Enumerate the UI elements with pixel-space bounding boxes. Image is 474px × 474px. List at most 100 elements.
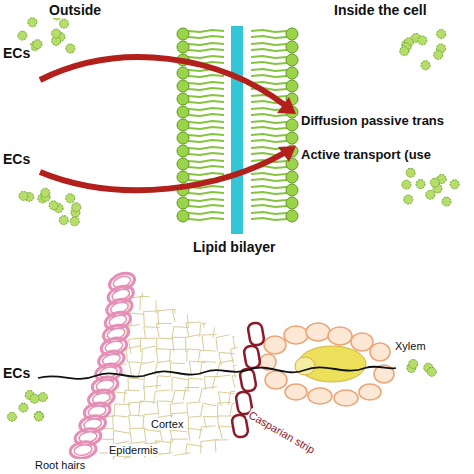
cortex-cell-wall [187, 314, 202, 326]
lipid-head [177, 210, 189, 222]
cortex-cell-wall [173, 284, 189, 302]
endodermis-cell [243, 345, 261, 369]
cortex-cell-wall [156, 349, 170, 363]
arrow-head [278, 146, 296, 162]
lipid-tail [188, 140, 224, 142]
cortex-cell-wall [204, 314, 218, 328]
ec-dot [19, 403, 28, 412]
lipid-tail [188, 101, 224, 103]
lipid-tail [251, 134, 287, 136]
cortex-cell-wall [201, 403, 217, 415]
cortex-cell-wall [185, 444, 203, 459]
cortex-cell-wall [183, 387, 199, 400]
lipid-tail [251, 121, 287, 123]
cortex-cell-wall [199, 387, 217, 401]
lipid-tail [188, 218, 224, 220]
lipid-tail [188, 212, 224, 214]
ec-dot [450, 180, 459, 189]
ec-dot [34, 412, 43, 421]
ec-dot [38, 393, 47, 402]
lipid-head [286, 197, 298, 209]
ec-dot [430, 178, 439, 187]
lipid-tail [251, 127, 287, 129]
lipid-tail [188, 36, 224, 38]
ec-dot [418, 36, 427, 45]
tissue-label: Xylem [394, 340, 427, 352]
cortex-cell-wall [212, 375, 231, 389]
stele-cell [265, 371, 287, 389]
cortex-cell-wall [229, 454, 244, 467]
lipid-tail [188, 49, 224, 51]
cortex-cell-wall [188, 284, 205, 298]
ec-dot [427, 367, 436, 376]
cortex-cell-wall [170, 403, 183, 417]
cortex-cell-wall [172, 390, 189, 403]
ec-dot [416, 180, 425, 189]
stele-cell [359, 384, 381, 400]
lipid-head [177, 158, 189, 170]
channel-protein [231, 26, 243, 234]
cortex-cell-wall [215, 298, 232, 312]
cortex-cell-wall [114, 404, 131, 417]
lipid-tail [188, 43, 224, 45]
cortex-cell-wall [128, 378, 144, 390]
lipid-tail [251, 114, 287, 116]
lipid-tail [188, 121, 224, 123]
cortex-cell-wall [128, 402, 144, 416]
cortex-cell-wall [219, 426, 232, 439]
lipid-head [177, 28, 189, 40]
cortex-cell-wall [144, 385, 161, 400]
lipid-tail [251, 212, 287, 214]
lipid-tail [188, 192, 224, 194]
cortex-cell-wall [124, 390, 139, 403]
cortex-cell-wall [219, 286, 235, 300]
lipid-tail [251, 173, 287, 175]
lipid-head [286, 67, 298, 79]
cortex-cell-wall [217, 360, 234, 375]
cortex-cell-wall [216, 335, 229, 352]
ec-dot [7, 412, 16, 421]
lipid-tail [188, 56, 224, 58]
cortex-cell-wall [96, 285, 109, 300]
ec-dot [402, 180, 411, 189]
lipid-tail [188, 205, 224, 207]
stele-cell [351, 333, 373, 351]
lipid-head [177, 80, 189, 92]
cortex-network [94, 269, 250, 471]
cortex-cell-wall [112, 415, 127, 429]
lipid-tail [251, 218, 287, 220]
root-hairs [69, 270, 137, 460]
cortex-cell-wall [129, 271, 146, 285]
cortex-cell-wall [157, 273, 172, 287]
tissue-label: Casparian strip [246, 408, 318, 456]
cortex-cell-wall [126, 346, 142, 363]
cortex-cell-wall [230, 269, 247, 285]
lipid-tail [251, 199, 287, 201]
tissue-label: Epidermis [108, 444, 159, 456]
lipid-tail [188, 88, 224, 90]
ec-dot [66, 194, 75, 203]
lipid-tail [188, 127, 224, 129]
cortex-cell-wall [172, 377, 189, 391]
lipid-tail [251, 43, 287, 45]
cortex-cell-wall [232, 296, 250, 310]
ec-dot [52, 29, 61, 38]
lipid-head [286, 210, 298, 222]
tissue-label: Cortex [150, 418, 184, 430]
cortex-cell-wall [215, 440, 228, 454]
ec-dot [421, 61, 430, 70]
cortex-cell-wall [200, 361, 216, 376]
cortex-cell-wall [214, 313, 231, 327]
lipid-tail [251, 56, 287, 58]
particle-label: ECs [2, 46, 31, 61]
lipid-tail [251, 75, 287, 77]
cortex-cell-wall [202, 272, 218, 286]
ec-dot [442, 197, 451, 206]
lipid-tail [188, 75, 224, 77]
ec-dot [59, 216, 68, 225]
root-hair-cell [73, 444, 92, 457]
lipid-tail [251, 179, 287, 181]
cortex-cell-wall [190, 456, 205, 469]
cortex-cell-wall [172, 453, 190, 470]
cortex-cell-wall [230, 283, 247, 299]
